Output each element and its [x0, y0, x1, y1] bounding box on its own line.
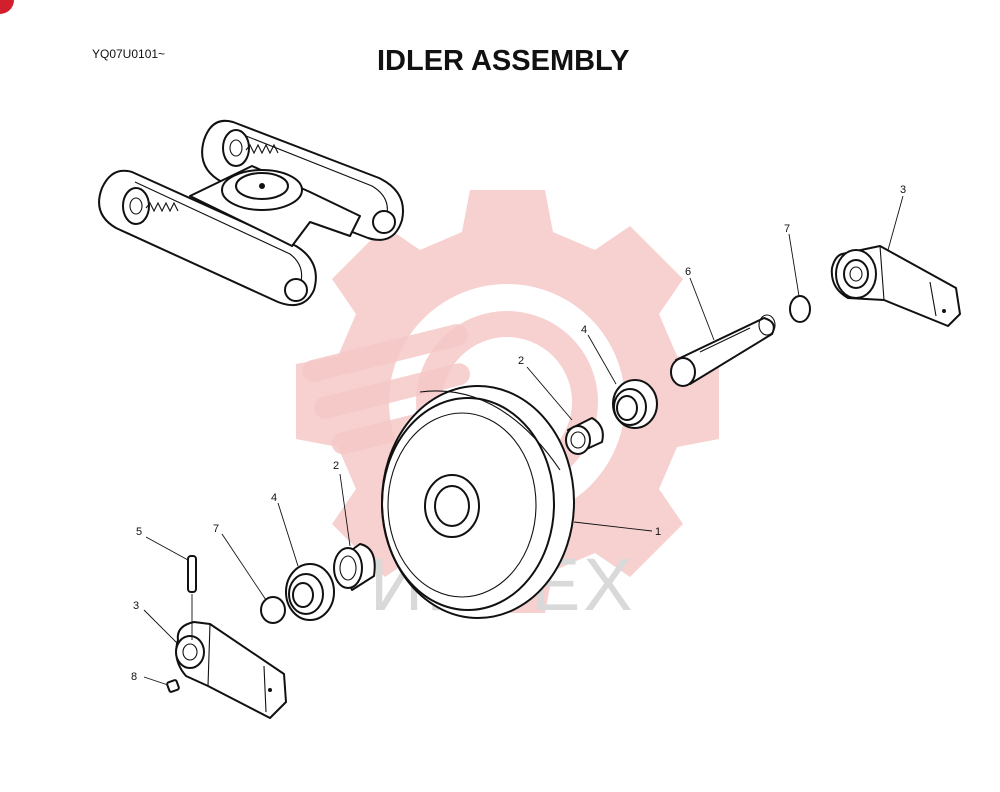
callout-6: 6 — [685, 266, 691, 278]
leader-lines — [143, 195, 904, 686]
callout-7-right: 7 — [784, 223, 790, 235]
bushing-right — [565, 417, 604, 455]
model-code: YQ07U0101~ — [92, 47, 165, 61]
idler-wheel — [381, 385, 575, 619]
floating-seal-right — [612, 379, 658, 429]
corner-badge — [0, 0, 14, 14]
bushing-left — [333, 543, 376, 591]
callout-7-left: 7 — [213, 523, 219, 535]
idler-shaft — [670, 314, 776, 387]
callout-2-right: 2 — [518, 355, 524, 367]
idler-bracket-right — [830, 245, 961, 327]
callout-1: 1 — [655, 526, 661, 538]
set-bolt — [166, 679, 180, 693]
idler-bracket-left — [175, 621, 287, 719]
callout-2-left: 2 — [333, 460, 339, 472]
callout-8: 8 — [131, 671, 137, 683]
callout-4-left: 4 — [271, 492, 277, 504]
callout-3-right: 3 — [900, 184, 906, 196]
o-ring-left — [260, 596, 286, 624]
page-title: IDLER ASSEMBLY — [377, 45, 629, 77]
undercarriage-overview — [98, 119, 404, 306]
callout-3-left: 3 — [133, 600, 139, 612]
callout-5: 5 — [136, 526, 142, 538]
callout-4-right: 4 — [581, 324, 587, 336]
floating-seal-left — [285, 563, 335, 621]
o-ring-right — [789, 295, 811, 323]
spring-pin — [187, 555, 197, 593]
